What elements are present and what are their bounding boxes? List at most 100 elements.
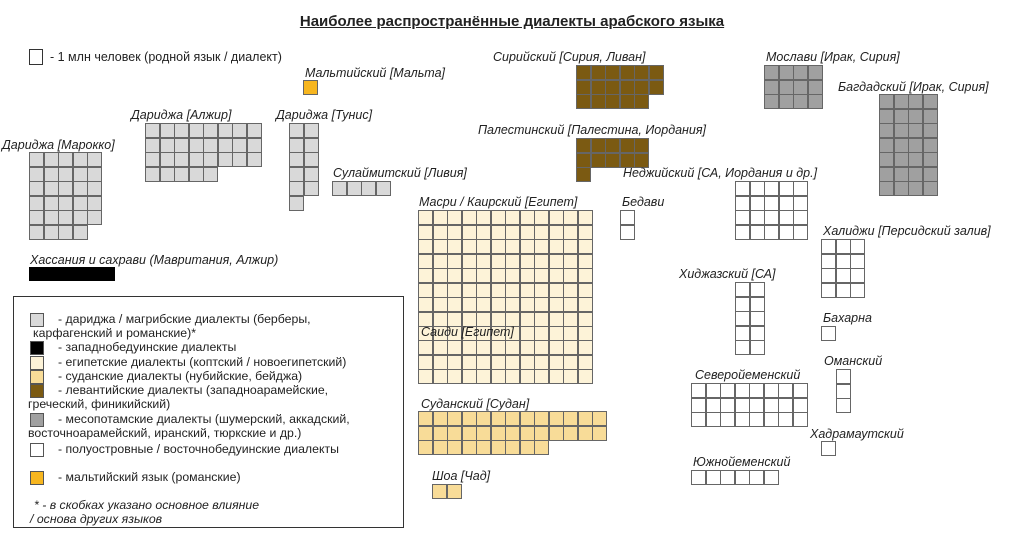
- speaker-unit-cell: [634, 79, 649, 95]
- speaker-unit-cell: [821, 239, 836, 254]
- speaker-unit-cell: [432, 425, 448, 441]
- speaker-unit-cell: [461, 425, 477, 441]
- speaker-unit-cell: [749, 412, 764, 427]
- dialect-label-khaliji: Халиджи [Персидский залив]: [823, 224, 991, 238]
- speaker-unit-cell: [534, 224, 549, 240]
- legend-swatch-mesopotamian: [30, 413, 44, 427]
- speaker-unit-cell: [432, 224, 448, 240]
- speaker-unit-cell: [634, 152, 649, 168]
- speaker-unit-cell: [505, 224, 520, 240]
- legend-text-maltese: - мальтийский язык (романские): [58, 470, 241, 484]
- dialect-label-masri: Масри / Каирский [Египет]: [419, 195, 578, 209]
- speaker-unit-cell: [505, 268, 520, 283]
- speaker-unit-cell: [749, 383, 764, 398]
- speaker-unit-cell: [505, 425, 520, 441]
- speaker-unit-cell: [418, 340, 433, 355]
- speaker-unit-cell: [592, 425, 607, 441]
- speaker-unit-cell: [505, 239, 520, 254]
- speaker-unit-cell: [893, 166, 909, 182]
- speaker-unit-cell: [58, 152, 73, 167]
- speaker-unit-cell: [418, 268, 433, 283]
- speaker-unit-cell: [778, 195, 794, 211]
- speaker-unit-cell: [534, 253, 549, 269]
- speaker-unit-cell: [577, 340, 593, 355]
- speaker-unit-cell: [432, 354, 448, 370]
- dialect-label-sudanese: Суданский [Судан]: [421, 397, 530, 411]
- dialect-label-baghdadi: Багдадский [Ирак, Сирия]: [838, 80, 989, 94]
- dialect-label-syrian: Сирийский [Сирия, Ливан]: [493, 50, 646, 64]
- speaker-unit-cell: [145, 123, 160, 138]
- speaker-unit-cell: [576, 152, 591, 168]
- dialect-label-hassaniya: Хассания и сахрави (Мавритания, Алжир): [30, 253, 279, 267]
- speaker-unit-cell: [836, 369, 851, 384]
- speaker-unit-cell: [246, 123, 262, 138]
- speaker-unit-cell: [577, 369, 593, 384]
- speaker-unit-cell: [87, 152, 102, 167]
- speaker-unit-cell: [577, 326, 593, 341]
- speaker-unit-cell: [749, 470, 764, 485]
- speaker-unit-cell: [188, 152, 204, 167]
- speaker-unit-cell: [534, 326, 549, 341]
- speaker-unit-cell: [418, 224, 433, 240]
- speaker-unit-cell: [691, 470, 706, 485]
- speaker-unit-cell: [490, 282, 506, 298]
- speaker-unit-cell: [519, 282, 535, 298]
- dialect-label-sulaimiti: Сулаймитский [Ливия]: [333, 166, 467, 180]
- speaker-unit-cell: [590, 138, 606, 153]
- speaker-unit-cell: [432, 210, 448, 225]
- speaker-unit-cell: [490, 239, 506, 254]
- speaker-unit-cell: [749, 325, 765, 341]
- speaker-unit-cell: [476, 354, 491, 370]
- speaker-unit-cell: [43, 210, 59, 225]
- speaker-unit-cell: [850, 239, 865, 254]
- speaker-unit-cell: [346, 181, 362, 196]
- speaker-unit-cell: [563, 224, 578, 240]
- speaker-unit-cell: [764, 94, 779, 109]
- speaker-unit-cell: [563, 282, 578, 298]
- speaker-unit-cell: [232, 137, 247, 153]
- speaker-unit-cell: [576, 94, 591, 109]
- speaker-unit-cell: [447, 411, 462, 426]
- speaker-unit-cell: [705, 397, 721, 413]
- speaker-unit-cell: [461, 297, 477, 312]
- speaker-unit-cell: [303, 80, 318, 95]
- speaker-unit-cell: [159, 152, 175, 167]
- speaker-unit-cell: [159, 123, 175, 138]
- speaker-unit-cell: [29, 195, 44, 211]
- speaker-unit-cell: [735, 311, 750, 326]
- speaker-unit-cell: [461, 239, 477, 254]
- speaker-unit-cell: [432, 484, 447, 499]
- speaker-unit-cell: [908, 123, 923, 138]
- speaker-unit-cell: [879, 94, 894, 109]
- speaker-unit-cell: [232, 152, 247, 167]
- speaker-unit-cell: [490, 340, 506, 355]
- speaker-unit-cell: [303, 166, 319, 182]
- speaker-unit-cell: [807, 79, 823, 95]
- speaker-unit-cell: [43, 224, 59, 240]
- speaker-unit-cell: [505, 411, 520, 426]
- speaker-unit-cell: [548, 326, 564, 341]
- speaker-unit-cell: [749, 397, 764, 413]
- speaker-unit-cell: [908, 181, 923, 196]
- speaker-unit-cell: [922, 94, 938, 109]
- speaker-unit-cell: [922, 166, 938, 182]
- speaker-unit-cell: [835, 268, 851, 283]
- speaker-unit-cell: [563, 369, 578, 384]
- speaker-unit-cell: [764, 65, 779, 80]
- speaker-unit-cell: [461, 440, 477, 455]
- speaker-unit-cell: [476, 340, 491, 355]
- dialect-label-saidi: Саиди [Египет]: [421, 325, 514, 339]
- speaker-unit-cell: [519, 210, 535, 225]
- speaker-unit-cell: [749, 181, 765, 196]
- speaker-unit-cell: [807, 65, 823, 80]
- speaker-unit-cell: [43, 195, 59, 211]
- speaker-unit-cell: [807, 94, 823, 109]
- speaker-unit-cell: [58, 210, 73, 225]
- legend: - дариджа / магрибские диалекты (берберы…: [13, 296, 404, 528]
- speaker-unit-cell: [764, 79, 779, 95]
- scale-unit-square: [29, 49, 43, 65]
- speaker-unit-cell: [534, 239, 549, 254]
- speaker-unit-cell: [778, 210, 794, 225]
- speaker-unit-cell: [893, 152, 909, 167]
- speaker-unit-cell: [519, 340, 535, 355]
